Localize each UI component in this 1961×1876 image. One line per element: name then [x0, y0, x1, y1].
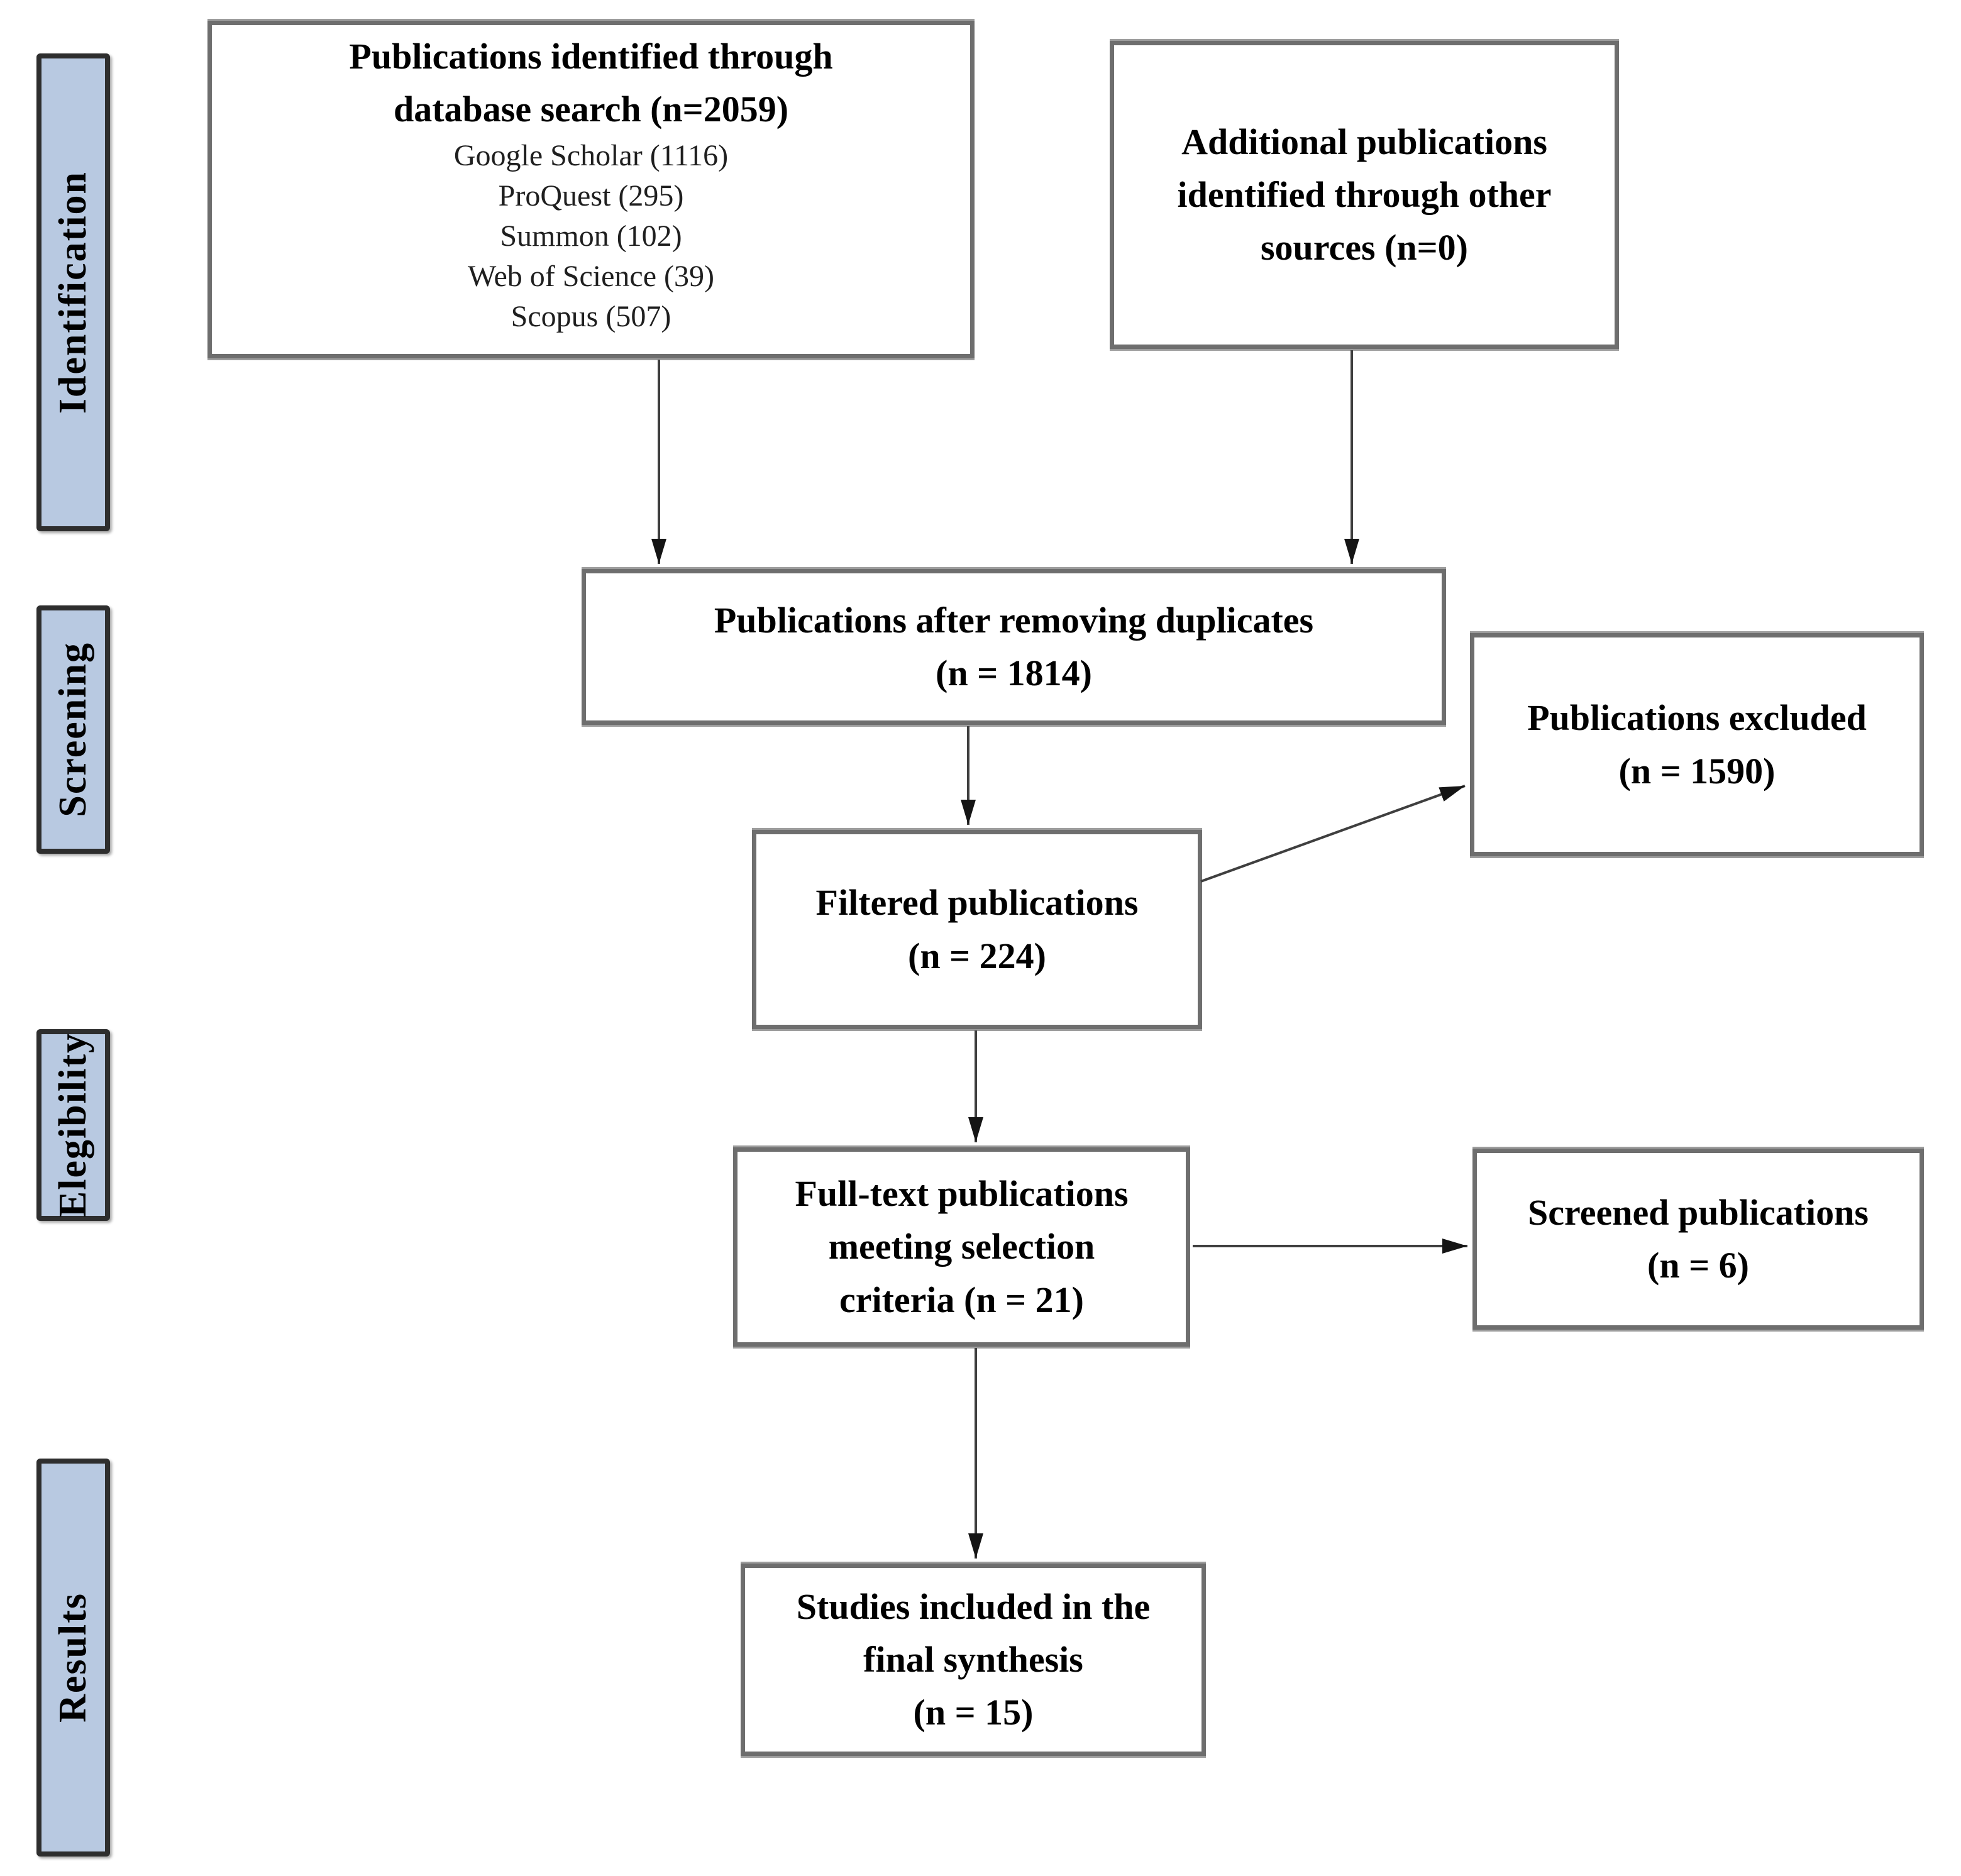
box-after-removing-duplicates-count: (n = 1814): [936, 653, 1092, 693]
stage-elegibility-label: Elegibility: [52, 1032, 94, 1218]
source-google-scholar: Google Scholar (1116): [453, 139, 729, 173]
source-scopus: Scopus (507): [511, 299, 671, 333]
box-screened-publications-count: (n = 6): [1647, 1245, 1749, 1286]
source-web-of-science: Web of Science (39): [468, 259, 714, 293]
box-fulltext-publications: Full-text publications meeting selection…: [733, 1147, 1190, 1347]
box-publications-excluded: Publications excluded (n = 1590): [1470, 633, 1924, 856]
box-publications-excluded-line1: Publications excluded: [1527, 697, 1867, 739]
box-fulltext-publications-line1: Full-text publications: [795, 1173, 1129, 1215]
box-studies-included: Studies included in the final synthesis …: [741, 1564, 1206, 1756]
box-publications-identified-title-line1: Publications identified through: [349, 36, 833, 77]
box-additional-publications: Additional publications identified throu…: [1110, 41, 1619, 349]
box-publications-identified: Publications identified through database…: [207, 21, 975, 358]
box-filtered-publications: Filtered publications (n = 224): [752, 830, 1202, 1029]
source-proquest: ProQuest (295): [498, 179, 684, 213]
box-screened-publications-line1: Screened publications: [1528, 1191, 1869, 1233]
box-filtered-publications-line1: Filtered publications: [815, 882, 1139, 924]
box-additional-publications-line3: sources (n=0): [1260, 227, 1469, 268]
stage-screening: Screening: [36, 605, 110, 854]
box-fulltext-publications-line2: meeting selection: [828, 1226, 1095, 1267]
stage-results-label: Results: [52, 1592, 94, 1723]
box-studies-included-line2: final synthesis: [863, 1638, 1083, 1680]
stage-screening-label: Screening: [52, 642, 94, 817]
box-publications-identified-title-line2: database search (n=2059): [393, 89, 789, 130]
box-studies-included-count: (n = 15): [913, 1692, 1034, 1733]
box-studies-included-line1: Studies included in the: [796, 1586, 1151, 1627]
source-summon: Summon (102): [500, 219, 682, 253]
box-publications-excluded-count: (n = 1590): [1618, 750, 1776, 792]
box-after-removing-duplicates-line1: Publications after removing duplicates: [714, 599, 1314, 641]
box-additional-publications-line1: Additional publications: [1181, 121, 1547, 162]
box-additional-publications-line2: identified through other: [1177, 174, 1552, 215]
box-after-removing-duplicates: Publications after removing duplicates (…: [582, 569, 1446, 725]
stage-results: Results: [36, 1459, 110, 1857]
arrow-filtered-to-excluded: [1200, 785, 1466, 883]
stage-identification: Identification: [36, 53, 110, 531]
stage-elegibility: Elegibility: [36, 1029, 110, 1221]
box-filtered-publications-count: (n = 224): [908, 935, 1046, 976]
stage-identification-label: Identification: [52, 170, 94, 414]
box-fulltext-publications-line3: criteria (n = 21): [839, 1279, 1084, 1320]
box-screened-publications: Screened publications (n = 6): [1472, 1149, 1924, 1330]
